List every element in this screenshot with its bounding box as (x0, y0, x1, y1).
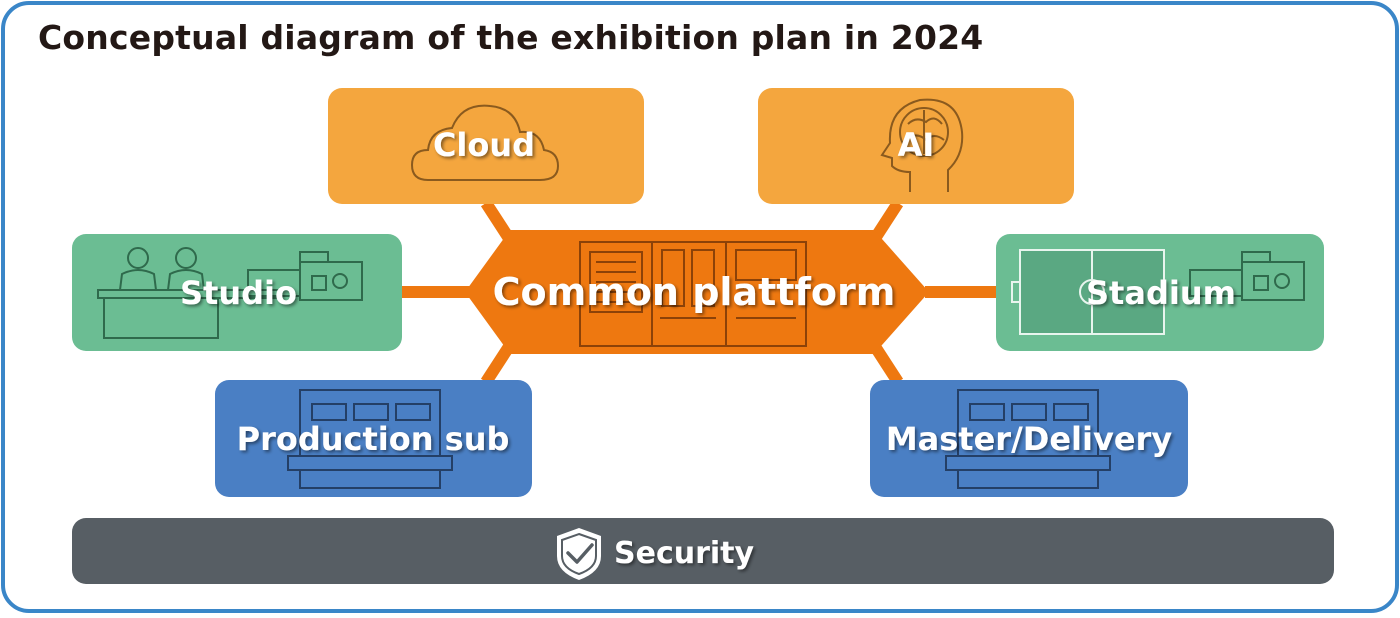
studio-label: Studio (180, 274, 297, 312)
master-delivery-label: Master/Delivery (886, 420, 1173, 458)
cloud-label: Cloud (433, 126, 535, 164)
anchors-desk-icon (97, 247, 279, 339)
connectors (400, 199, 996, 386)
node-ai: AI (758, 88, 1074, 204)
security-label: Security (614, 536, 755, 571)
security-bar-box (72, 518, 1334, 584)
node-master-delivery: Master/Delivery (870, 380, 1188, 497)
node-stadium: Stadium (996, 234, 1324, 351)
ai-box (758, 88, 1074, 204)
brain-head-icon (880, 98, 964, 192)
node-common-platform: Common plattform (465, 230, 929, 354)
cloud-icon (410, 104, 560, 181)
connector-master-delivery (868, 341, 904, 386)
stadium-label: Stadium (1086, 274, 1236, 312)
control-console-icon (287, 389, 453, 489)
node-studio: Studio (72, 234, 402, 351)
camera-icon (1189, 251, 1305, 301)
server-rack-icon (579, 241, 807, 347)
camera-icon (247, 251, 363, 301)
ai-label: AI (898, 126, 935, 164)
node-cloud: Cloud (328, 88, 644, 204)
connector-ai (868, 199, 904, 244)
security-bar: Security (72, 518, 1334, 584)
connector-production-sub (480, 341, 516, 386)
studio-box (72, 234, 402, 351)
page-title: Conceptual diagram of the exhibition pla… (38, 18, 984, 57)
master-delivery-box (870, 380, 1188, 497)
shield-check-icon (557, 528, 601, 580)
connector-cloud (480, 199, 516, 244)
node-production-sub: Production sub (215, 380, 532, 497)
control-console-icon (945, 389, 1111, 489)
common-platform-label: Common plattform (493, 270, 896, 314)
production-sub-label: Production sub (237, 420, 510, 458)
cloud-box (328, 88, 644, 204)
soccer-field-icon (1011, 249, 1165, 335)
